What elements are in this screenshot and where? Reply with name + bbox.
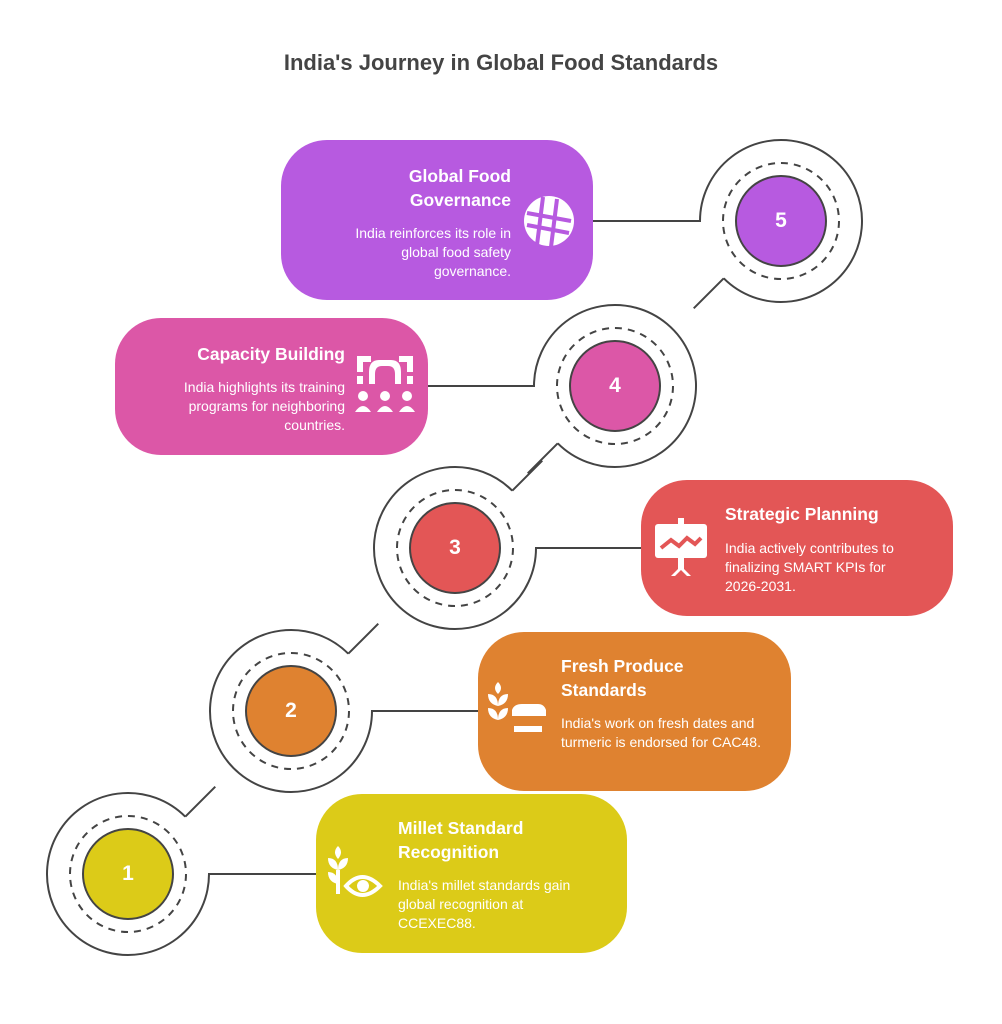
ring-connector-3 bbox=[373, 466, 641, 630]
ring-tail-5 bbox=[693, 277, 725, 309]
step-number-4: 4 bbox=[569, 340, 661, 432]
step-card-2: Fresh Produce Standards India's work on … bbox=[478, 632, 791, 791]
ring-connector-5 bbox=[593, 139, 863, 303]
step-number-3: 3 bbox=[409, 502, 501, 594]
step-title: Millet Standard Recognition bbox=[398, 818, 524, 862]
ring-tail-2 bbox=[347, 623, 379, 655]
dashed-ring-3 bbox=[396, 489, 514, 607]
step-number-1: 1 bbox=[82, 828, 174, 920]
ring-connector-4 bbox=[428, 304, 697, 468]
dashed-ring-5 bbox=[722, 162, 840, 280]
step-description: India highlights its training programs f… bbox=[183, 379, 345, 433]
millet-eye-icon bbox=[328, 846, 383, 897]
ring-tail-1 bbox=[184, 786, 216, 818]
step-card-3: Strategic Planning India actively contri… bbox=[641, 480, 953, 616]
dashed-ring-2 bbox=[232, 652, 350, 770]
dashed-ring-4 bbox=[556, 327, 674, 445]
step-card-1: Millet Standard Recognition India's mill… bbox=[316, 794, 627, 953]
ring-tail-4 bbox=[527, 442, 559, 474]
grain-market-icon bbox=[488, 682, 546, 732]
step-description: India actively contributes to finalizing… bbox=[725, 540, 894, 594]
step-title: Capacity Building bbox=[197, 344, 345, 364]
step-card-4: Capacity Building India highlights its t… bbox=[115, 318, 428, 455]
step-description: India's work on fresh dates and turmeric… bbox=[561, 715, 761, 750]
step-title: Global Food Governance bbox=[408, 166, 511, 210]
dashed-ring-1 bbox=[69, 815, 187, 933]
presentation-chart-icon bbox=[655, 518, 707, 576]
step-number-2: 2 bbox=[245, 665, 337, 757]
step-title: Strategic Planning bbox=[725, 504, 879, 524]
step-description: India reinforces its role in global food… bbox=[355, 225, 511, 279]
step-card-5: Global Food Governance India reinforces … bbox=[281, 140, 593, 300]
globe-icon bbox=[524, 196, 574, 248]
step-description: India's millet standards gain global rec… bbox=[398, 877, 571, 931]
diagram-title: India's Journey in Global Food Standards bbox=[283, 50, 719, 75]
step-title: Fresh Produce Standards bbox=[561, 656, 684, 700]
ring-connector-2 bbox=[209, 629, 478, 793]
ring-connector-1 bbox=[46, 792, 316, 956]
training-group-icon bbox=[355, 356, 415, 412]
ring-tail-3 bbox=[511, 460, 543, 492]
step-number-5: 5 bbox=[735, 175, 827, 267]
